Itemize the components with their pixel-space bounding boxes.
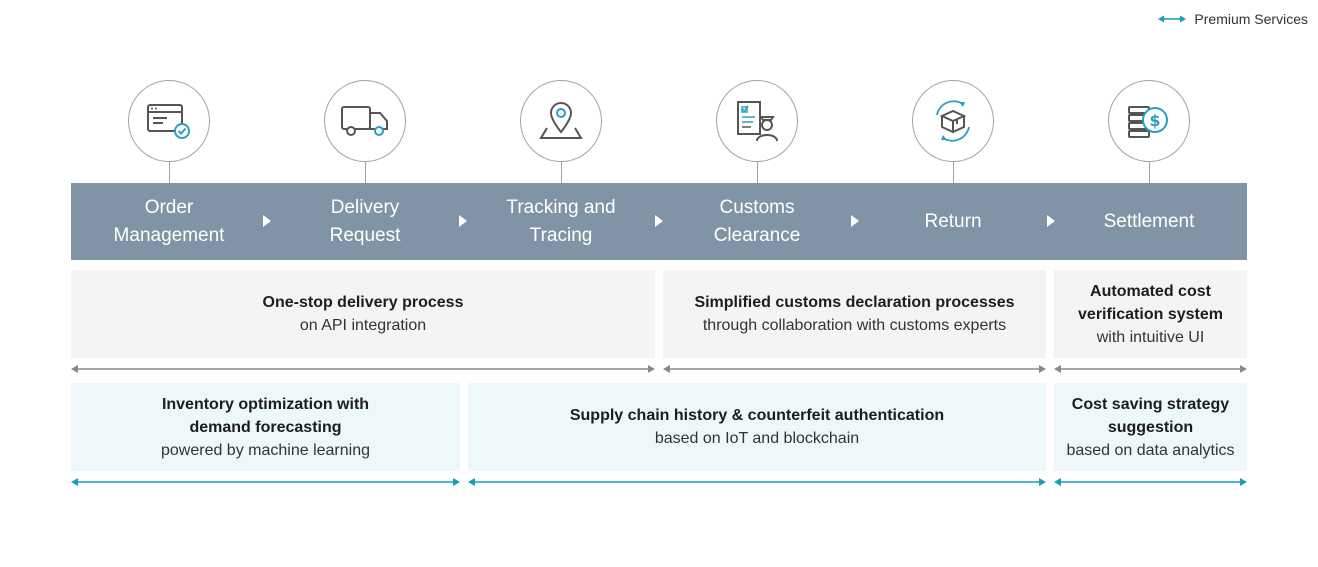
step-label-return: Return <box>924 210 982 232</box>
service-subtitle: powered by machine learning <box>160 441 370 459</box>
return-package-icon <box>936 100 970 142</box>
step-stem <box>1149 162 1150 183</box>
span-arrow-premium <box>468 477 1046 487</box>
step-stem <box>561 162 562 183</box>
order-window-check-icon <box>147 104 190 139</box>
step-icon-circle <box>520 80 602 162</box>
span-arrow-grey <box>663 364 1046 374</box>
step-label-delivery-request: Delivery Request <box>329 196 401 246</box>
step-stem <box>365 162 366 183</box>
service-box-automated-cost: Automated cost verification system with … <box>1054 270 1247 358</box>
step-label-tracking-and-tracing: Tracking and Tracing <box>506 196 616 246</box>
customs-officer-document-icon <box>737 101 778 142</box>
step-icon-circle: $ <box>1108 80 1190 162</box>
premium-box-inventory-optimization: Inventory optimization with demand forec… <box>71 383 460 471</box>
step-arrow-icon <box>851 215 859 227</box>
span-arrow-grey <box>71 364 655 374</box>
svg-text:$: $ <box>1149 111 1160 130</box>
premium-double-arrow-icon <box>1158 15 1187 23</box>
step-arrow-icon <box>655 215 663 227</box>
service-box-one-stop-delivery: One-stop delivery process on API integra… <box>71 270 655 358</box>
step-label-order-management: Order Management <box>113 196 225 246</box>
step-arrow-icon <box>1047 215 1055 227</box>
map-pin-icon <box>539 102 583 139</box>
step-icon-circle <box>324 80 406 162</box>
service-title: Simplified customs declaration processes <box>694 294 1015 311</box>
step-icon-circle <box>912 80 994 162</box>
step-arrow-icon <box>263 215 271 227</box>
step-icon-circle <box>716 80 798 162</box>
premium-double-arrow-icon <box>468 478 1046 486</box>
span-arrow-premium <box>1054 477 1247 487</box>
step-stem <box>953 162 954 183</box>
service-title: Automated cost verification system <box>1078 282 1223 323</box>
double-arrow-icon <box>1054 365 1247 373</box>
premium-double-arrow-icon <box>1054 478 1247 486</box>
premium-double-arrow-icon <box>71 478 460 486</box>
premium-box-supply-chain-history: Supply chain history & counterfeit authe… <box>468 383 1046 471</box>
service-title: Supply chain history & counterfeit authe… <box>569 407 945 424</box>
service-title: Inventory optimization with demand forec… <box>161 395 370 436</box>
step-label-settlement: Settlement <box>1103 210 1195 232</box>
coins-dollar-icon: $ <box>1128 106 1168 138</box>
service-title: Cost saving strategy suggestion <box>1071 395 1230 436</box>
step-icon-circle <box>128 80 210 162</box>
service-subtitle: based on IoT and blockchain <box>654 430 860 447</box>
premium-box-cost-saving: Cost saving strategy suggestion based on… <box>1054 383 1247 471</box>
step-stem <box>757 162 758 183</box>
service-subtitle: on API integration <box>299 317 427 334</box>
span-arrow-premium <box>71 477 460 487</box>
step-stem <box>169 162 170 183</box>
service-subtitle: based on data analytics <box>1066 441 1235 459</box>
service-title: One-stop delivery process <box>262 294 464 311</box>
process-steps: $ Order Management Delivery Request Trac… <box>71 80 1247 260</box>
step-arrow-icon <box>459 215 467 227</box>
double-arrow-icon <box>663 365 1046 373</box>
step-label-customs-clearance: Customs Clearance <box>713 196 801 246</box>
legend: Premium Services <box>1158 11 1308 27</box>
truck-icon <box>341 106 388 136</box>
double-arrow-icon <box>71 365 655 373</box>
service-box-customs-declaration: Simplified customs declaration processes… <box>663 270 1046 358</box>
span-arrow-grey <box>1054 364 1247 374</box>
service-subtitle: with intuitive UI <box>1096 328 1205 346</box>
legend-label: Premium Services <box>1194 11 1308 27</box>
service-subtitle: through collaboration with customs exper… <box>702 317 1007 334</box>
